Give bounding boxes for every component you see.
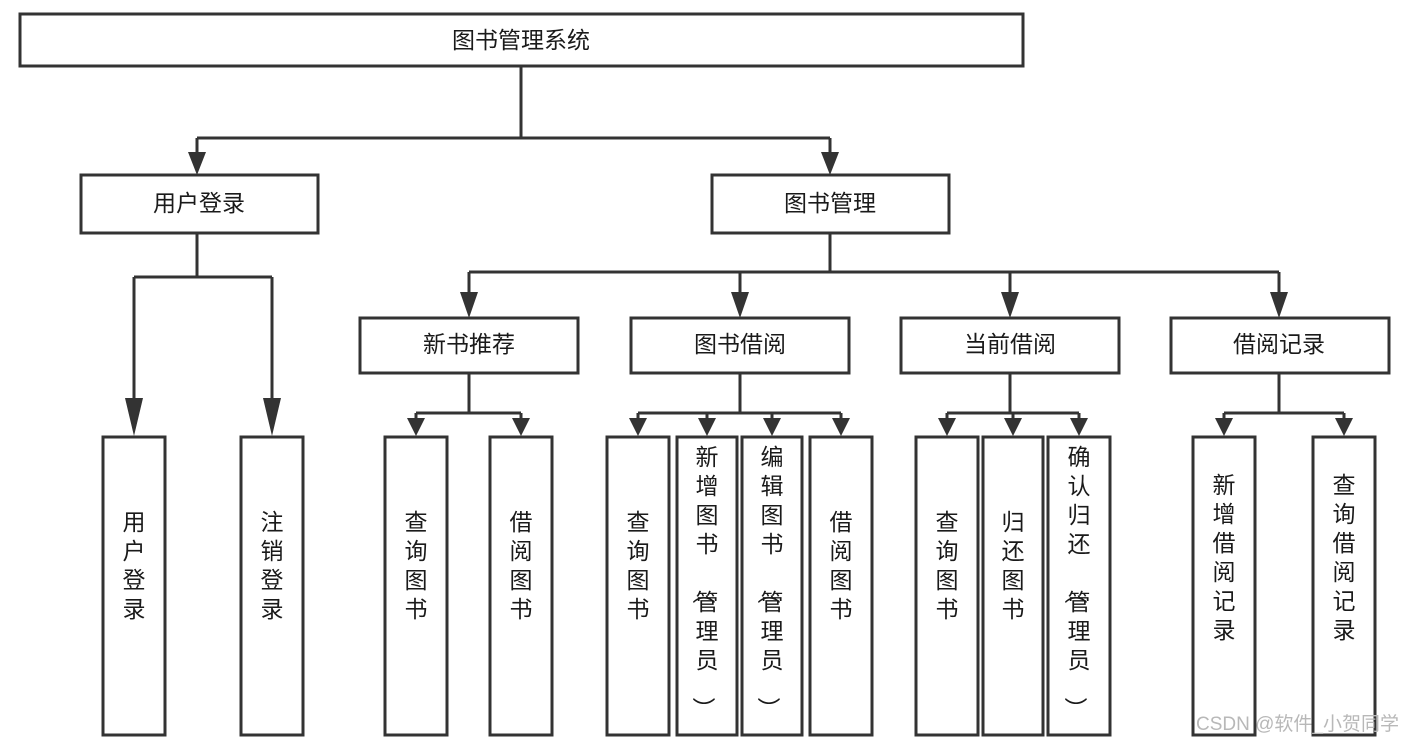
leaf-query-book-1-label: 查询图书 [405, 509, 428, 622]
arrow-leaf-user-login [125, 398, 143, 436]
leaf-query-book-1[interactable]: 查询图书 [383, 435, 449, 737]
leaf-edit-book-box[interactable] [740, 435, 804, 737]
arrow-leaf-query-book-1 [407, 418, 425, 436]
node-user-login-box[interactable] [79, 173, 320, 235]
leaf-query-book-2-box[interactable] [605, 435, 671, 737]
leaf-add-book[interactable]: 新增图书（管理员） [675, 435, 739, 737]
leaf-return-book-box[interactable] [981, 435, 1045, 737]
arrow-leaf-borrow-book-1 [512, 418, 530, 436]
leaf-logout-label: 注销登录 [261, 509, 284, 622]
arrow-to-currentborrow [1001, 292, 1019, 318]
arrow-to-newbook [460, 292, 478, 318]
leaf-user-login-label: 用户登录 [123, 509, 146, 622]
leaf-user-login[interactable]: 用户登录 [101, 435, 167, 737]
leaf-confirm-return-label: 确认归还（管理员） [1063, 444, 1091, 720]
arrow-leaf-add-record [1215, 418, 1233, 436]
node-book-borrow-label: 图书借阅 [694, 331, 786, 357]
node-borrow-record[interactable]: 借阅记录 [1169, 316, 1391, 375]
leaf-user-login-box[interactable] [101, 435, 167, 737]
node-new-book-recommend-label: 新书推荐 [423, 331, 515, 357]
leaf-add-record-box[interactable] [1191, 435, 1257, 737]
arrow-leaf-query-book-2 [629, 418, 647, 436]
arrow-leaf-confirm-return [1070, 418, 1088, 436]
leaf-return-book-label: 归还图书 [1002, 509, 1025, 622]
leaf-add-book-box[interactable] [675, 435, 739, 737]
leaf-borrow-book-1-box[interactable] [488, 435, 554, 737]
connector-group [125, 66, 1353, 436]
node-book-manage-box[interactable] [710, 173, 951, 235]
csdn-watermark: CSDN @软件_小贺同学 [1196, 713, 1399, 735]
node-new-book-recommend[interactable]: 新书推荐 [358, 316, 580, 375]
leaf-add-book-label: 新增图书（管理员） [691, 444, 719, 720]
leaf-borrow-book-2-box[interactable] [808, 435, 874, 737]
node-current-borrow[interactable]: 当前借阅 [899, 316, 1121, 375]
node-borrow-record-box[interactable] [1169, 316, 1391, 375]
leaf-query-book-1-box[interactable] [383, 435, 449, 737]
node-root[interactable]: 图书管理系统 [18, 12, 1025, 68]
arrow-to-book-manage [821, 152, 839, 175]
leaf-query-record-label: 查询借阅记录 [1333, 472, 1356, 643]
leaf-query-book-3-label: 查询图书 [936, 509, 959, 622]
node-new-book-recommend-box[interactable] [358, 316, 580, 375]
arrow-to-borrowrecord [1270, 292, 1288, 318]
leaf-logout[interactable]: 注销登录 [239, 435, 305, 737]
node-user-login[interactable]: 用户登录 [79, 173, 320, 235]
node-root-label: 图书管理系统 [452, 27, 590, 53]
leaf-query-record[interactable]: 查询借阅记录 [1311, 435, 1377, 737]
node-current-borrow-label: 当前借阅 [964, 331, 1056, 357]
leaf-borrow-book-1-label: 借阅图书 [510, 509, 533, 622]
node-borrow-record-label: 借阅记录 [1233, 331, 1325, 357]
node-book-borrow-box[interactable] [629, 316, 851, 375]
arrow-leaf-borrow-book-2 [832, 418, 850, 436]
node-book-manage[interactable]: 图书管理 [710, 173, 951, 235]
leaf-borrow-book-2-label: 借阅图书 [830, 509, 853, 622]
arrow-leaf-edit-book [763, 418, 781, 436]
leaf-borrow-book-2[interactable]: 借阅图书 [808, 435, 874, 737]
leaf-add-record[interactable]: 新增借阅记录 [1191, 435, 1257, 737]
arrow-leaf-logout [263, 398, 281, 436]
leaf-add-record-label: 新增借阅记录 [1213, 472, 1236, 643]
leaf-confirm-return[interactable]: 确认归还（管理员） [1046, 435, 1112, 737]
arrow-leaf-query-book-3 [938, 418, 956, 436]
leaf-query-record-box[interactable] [1311, 435, 1377, 737]
leaf-edit-book[interactable]: 编辑图书（管理员） [740, 435, 804, 737]
leaf-query-book-3[interactable]: 查询图书 [914, 435, 980, 737]
leaf-return-book[interactable]: 归还图书 [981, 435, 1045, 737]
arrow-to-bookborrow [731, 292, 749, 318]
node-root-box[interactable] [18, 12, 1025, 68]
node-current-borrow-box[interactable] [899, 316, 1121, 375]
arrow-leaf-add-book [698, 418, 716, 436]
arrow-leaf-query-record [1335, 418, 1353, 436]
leaf-query-book-2-label: 查询图书 [627, 509, 650, 622]
node-book-borrow[interactable]: 图书借阅 [629, 316, 851, 375]
leaf-query-book-2[interactable]: 查询图书 [605, 435, 671, 737]
leaf-logout-box[interactable] [239, 435, 305, 737]
node-user-login-label: 用户登录 [153, 190, 245, 216]
node-book-manage-label: 图书管理 [784, 190, 876, 216]
leaf-confirm-return-box[interactable] [1046, 435, 1112, 737]
leaf-borrow-book-1[interactable]: 借阅图书 [488, 435, 554, 737]
leaf-edit-book-label: 编辑图书（管理员） [756, 444, 784, 720]
arrow-leaf-return-book [1004, 418, 1022, 436]
leaf-query-book-3-box[interactable] [914, 435, 980, 737]
arrow-to-user-login [188, 152, 206, 175]
